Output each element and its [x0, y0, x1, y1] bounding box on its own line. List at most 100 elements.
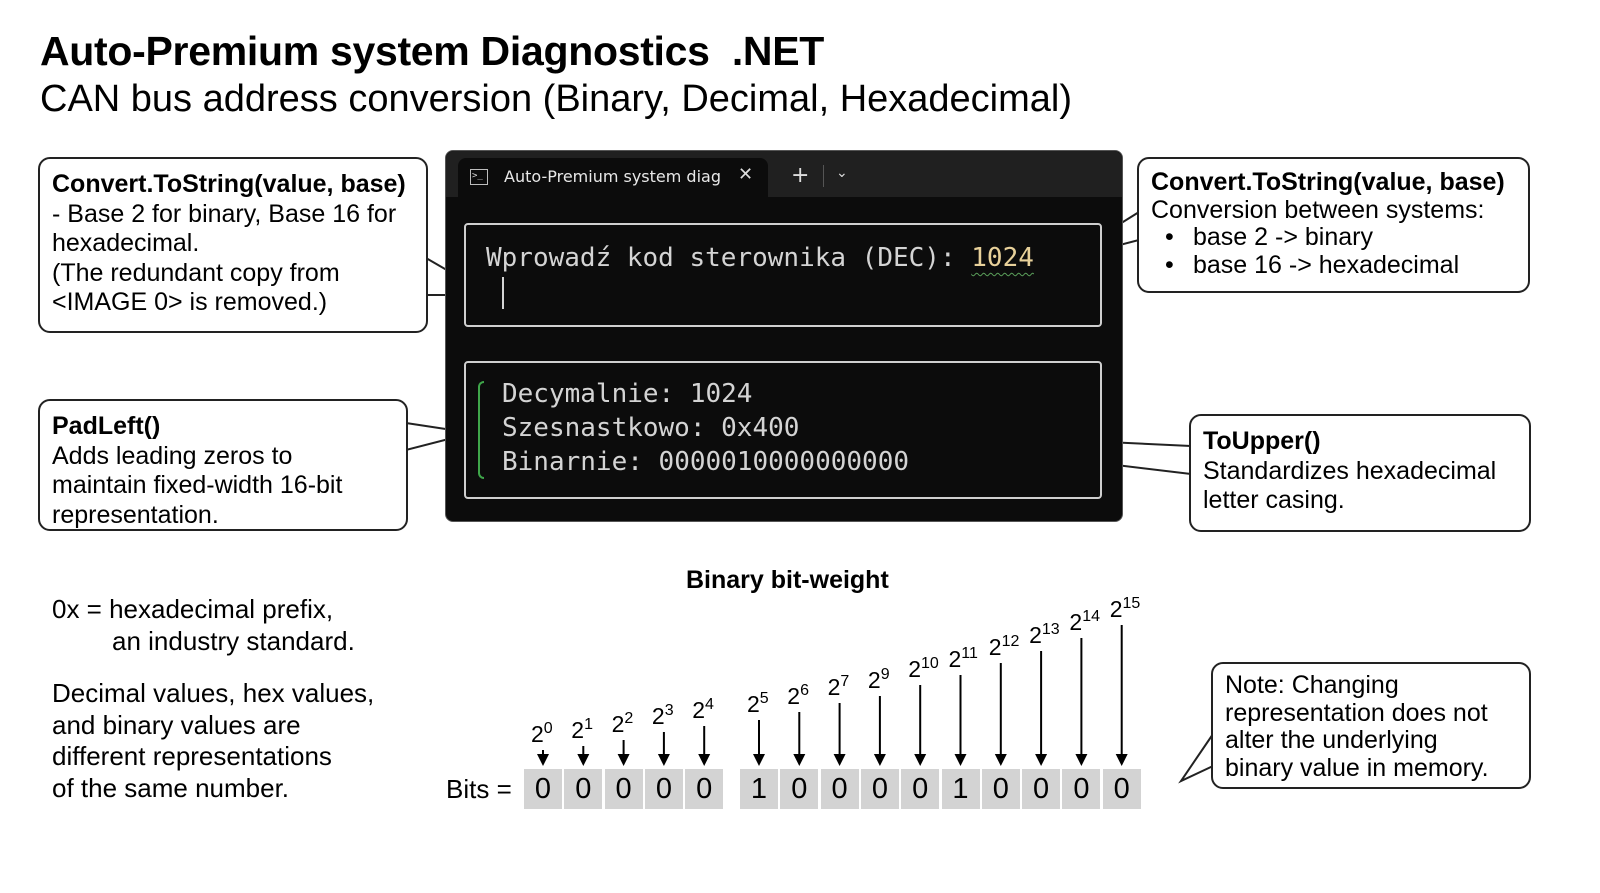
text-cursor	[502, 277, 504, 309]
bit-arrow-head	[1115, 754, 1128, 766]
bit-cell: 1	[740, 769, 778, 809]
callout-line: binary value in memory.	[1225, 753, 1489, 782]
bit-arrow-head	[994, 754, 1007, 766]
callout-convert-tostring-right: Convert.ToString(value, base) Conversion…	[1137, 157, 1530, 293]
bit-cell: 0	[644, 769, 683, 809]
bits-label: Bits =	[446, 774, 512, 804]
callout-line: <IMAGE 0> is removed.)	[52, 288, 328, 316]
output-value: 0000010000000000	[658, 447, 909, 477]
bit-arrow-head	[617, 754, 630, 766]
bit-cell: 0	[901, 769, 940, 809]
close-tab-icon[interactable]: ✕	[738, 164, 754, 185]
bit-weight-label: 24	[692, 696, 714, 723]
bit-cell: 0	[685, 769, 724, 809]
prompt-label: Wprowadź kod sterownika (DEC):	[486, 243, 972, 273]
note-line: 0x = hexadecimal prefix,	[52, 594, 334, 624]
bit-arrow-head	[537, 754, 549, 766]
page-title: Auto-Premium system Diagnostics .NET	[40, 28, 825, 74]
callout-heading: ToUpper()	[1203, 427, 1321, 455]
bit-cell: 0	[524, 769, 562, 809]
bit-cell: 0	[780, 769, 819, 809]
bit-weight-label: 211	[948, 645, 978, 672]
bit-arrow-head	[914, 754, 927, 766]
output-label: Binarnie:	[502, 447, 659, 477]
bit-cell: 0	[564, 769, 603, 809]
callout-line: Standardizes hexadecimal	[1203, 456, 1497, 485]
output-value: 0x400	[721, 413, 800, 443]
callout-heading: Convert.ToString(value, base)	[52, 170, 406, 198]
output-label: Decymalnie:	[502, 379, 690, 409]
new-tab-icon[interactable]: +	[791, 163, 810, 188]
callout-line: - Base 2 for binary, Base 16 for	[52, 199, 397, 228]
output-value: 1024	[689, 379, 753, 409]
bit-weight-label: 26	[787, 682, 809, 709]
callout-line: letter casing.	[1203, 486, 1345, 514]
bit-cell: 0	[860, 769, 899, 809]
bit-weight-label: 21	[571, 716, 593, 743]
callout-line: hexadecimal.	[52, 229, 200, 257]
bit-weight-label: 214	[1069, 608, 1100, 635]
page-subtitle: CAN bus address conversion (Binary, Deci…	[40, 78, 1073, 120]
bit-cell: 0	[1102, 769, 1141, 809]
bit-arrow-head	[698, 754, 711, 766]
bit-weight-label: 25	[747, 690, 769, 717]
output-decimal: Decymalnie: 1024	[502, 379, 752, 409]
callout-note: Note: Changing representation does not a…	[1211, 662, 1531, 789]
terminal-tab[interactable]: >_ Auto-Premium system diagnostics ✕	[458, 158, 768, 197]
prompt-value: 1024	[971, 243, 1034, 273]
bit-weight-title: Binary bit-weight	[686, 566, 889, 594]
output-group-bracket	[478, 381, 484, 479]
note-line: different representations	[52, 741, 332, 771]
callout-line: Adds leading zeros to	[52, 441, 293, 470]
output-label: Szesnastkowo:	[502, 413, 722, 443]
tab-separator	[823, 165, 824, 187]
bit-arrow-head	[577, 754, 590, 766]
bit-arrow-head	[1075, 754, 1088, 766]
input-pane[interactable]: Wprowadź kod sterownika (DEC): 1024	[464, 223, 1102, 327]
output-hex: Szesnastkowo: 0x400	[502, 413, 799, 443]
bit-cell: 0	[604, 769, 643, 809]
note-line: of the same number.	[52, 772, 290, 803]
callout-line: Conversion between systems:	[1151, 195, 1485, 224]
bit-arrow-head	[1035, 754, 1048, 766]
note-line: Decimal values, hex values,	[52, 678, 375, 708]
bit-weight-label: 210	[908, 655, 939, 682]
note-line: and binary values are	[52, 709, 301, 740]
representations-note: Decimal values, hex values, and binary v…	[52, 678, 374, 804]
callout-heading: Convert.ToString(value, base)	[1151, 168, 1505, 196]
callout-line: representation.	[52, 500, 219, 529]
terminal-icon: >_	[470, 169, 488, 185]
bit-weight-label: 22	[611, 710, 634, 737]
callout-bullet: •base 16 -> hexadecimal	[1165, 250, 1460, 279]
bit-arrow-head	[954, 754, 967, 766]
bit-cell: 0	[1062, 769, 1101, 809]
bit-cell: 0	[981, 769, 1020, 809]
tab-title: Auto-Premium system diagnostics	[504, 167, 720, 186]
callout-bullet: •base 2 -> binary	[1165, 223, 1373, 251]
note-line: an industry standard.	[112, 625, 355, 656]
callout-line: alter the underlying	[1225, 726, 1438, 754]
output-pane: Decymalnie: 1024 Szesnastkowo: 0x400 Bin…	[464, 361, 1102, 499]
bit-weight-label: 23	[651, 702, 674, 729]
bit-weight-label: 212	[988, 633, 1020, 660]
bit-weight-label: 29	[867, 666, 890, 693]
callout-line: maintain fixed-width 16-bit	[52, 471, 343, 499]
hex-prefix-note: 0x = hexadecimal prefix, an industry sta…	[52, 594, 355, 657]
bit-arrow-head	[753, 754, 765, 766]
callout-line: representation does not	[1225, 698, 1488, 727]
callout-convert-tostring-left: Convert.ToString(value, base) - Base 2 f…	[38, 157, 428, 333]
bit-arrow-head	[873, 754, 886, 766]
bit-arrow-head	[833, 754, 846, 766]
callout-toupper: ToUpper() Standardizes hexadecimal lette…	[1189, 414, 1531, 532]
chevron-down-icon[interactable]: ⌄	[836, 165, 848, 181]
bit-weight-label: 215	[1109, 595, 1141, 622]
prompt-line: Wprowadź kod sterownika (DEC): 1024	[486, 243, 1034, 273]
bit-cell: 0	[1022, 769, 1061, 809]
bit-weight-label: 213	[1029, 621, 1060, 648]
bit-weight-label: 27	[827, 673, 850, 700]
callout-heading: PadLeft()	[52, 412, 161, 440]
callout-line: (The redundant copy from	[52, 258, 340, 287]
callout-padleft: PadLeft() Adds leading zeros to maintain…	[38, 399, 408, 531]
terminal-window: >_ Auto-Premium system diagnostics ✕ + ⌄…	[445, 150, 1123, 522]
bit-cell: 0	[820, 769, 859, 809]
